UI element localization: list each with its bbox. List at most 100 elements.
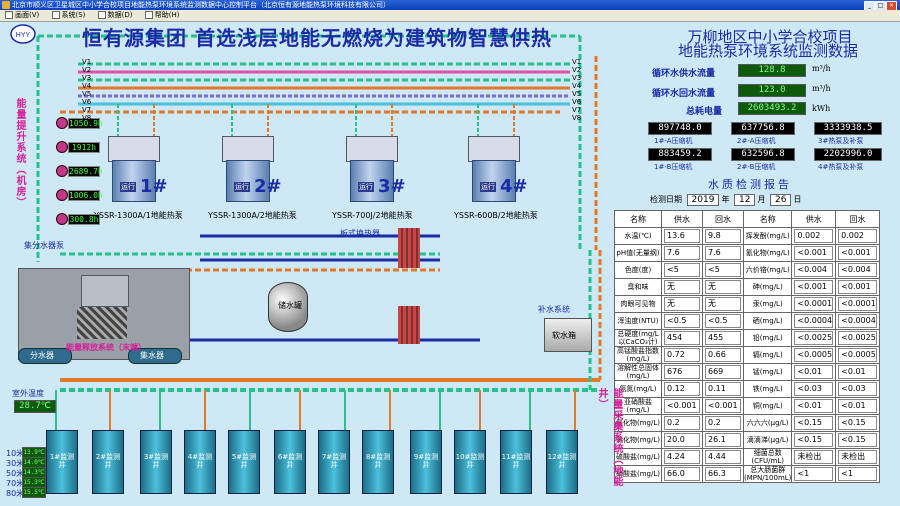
parameter-cell: <0.001 xyxy=(791,278,837,296)
pipe-label-left: V6 xyxy=(82,98,92,106)
distribution-room xyxy=(18,268,190,360)
well-column[interactable]: 9#监测井 xyxy=(410,430,442,494)
project-title: 万柳地区中小学合校项目 xyxy=(687,28,853,46)
pipe-label-right: V1 xyxy=(572,58,582,66)
parameter-cell: 20.0 xyxy=(661,431,703,449)
parameter-cell: <0.001 xyxy=(791,244,837,262)
parameter-value: <0.0001 xyxy=(794,297,834,311)
maximize-button[interactable]: □ xyxy=(875,1,886,10)
parameter-value: 455 xyxy=(705,331,741,345)
scada-diagram xyxy=(36,34,602,430)
collector-tank xyxy=(128,348,182,364)
buffer-tank-label: 储水罐 xyxy=(278,301,302,310)
parameter-cell: 0.66 xyxy=(702,346,744,364)
parameter-value: 0.002 xyxy=(794,229,834,243)
well-column[interactable]: 11#监测井 xyxy=(500,430,532,494)
parameter-value: 669 xyxy=(705,365,741,379)
parameter-value: <0.001 xyxy=(838,246,877,260)
heat-pump-number: 2# xyxy=(254,176,282,197)
well-column[interactable]: 8#监测井 xyxy=(362,430,394,494)
well-column[interactable]: 7#监测井 xyxy=(318,430,350,494)
pump-group-label: 集分水器泵 xyxy=(24,241,64,250)
parameter-value: <0.0004 xyxy=(838,314,877,328)
well-column[interactable]: 6#监测井 xyxy=(274,430,306,494)
close-button[interactable]: × xyxy=(886,1,897,10)
heat-pump-unit[interactable] xyxy=(226,160,270,202)
pipe-label-right: V5 xyxy=(572,90,582,98)
heat-pump-unit[interactable] xyxy=(472,160,516,202)
heat-pump-unit[interactable] xyxy=(350,160,394,202)
supply-flow-label: 循环水供水流量 xyxy=(652,69,716,79)
parameter-value: 0.72 xyxy=(664,348,700,362)
parameter-value: <0.01 xyxy=(794,399,834,413)
menu-item-system[interactable]: 系统(S) xyxy=(47,10,91,21)
energy-collection-system-label: 能量采集系统（地能井） xyxy=(596,388,622,487)
heat-pump-number: 1# xyxy=(140,176,168,197)
parameter-cell: 7.6 xyxy=(702,244,744,262)
column-header: 回水 xyxy=(835,210,880,228)
water-quality-title: 水质检测报告 xyxy=(708,178,792,191)
month-unit: 月 xyxy=(757,195,766,204)
heatpump-3-value: 3333938.5 xyxy=(814,122,882,135)
parameter-value: <0.15 xyxy=(838,433,877,447)
pump-hours-value: 1050.9h xyxy=(68,118,103,129)
well-column[interactable]: 3#监测井 xyxy=(140,430,172,494)
parameter-value: 454 xyxy=(664,331,700,345)
parameter-cell: 无 xyxy=(702,278,744,296)
window-titlebar: 北京市顺义区卫星城区中小学合校项目地能热泵环境系统监测数据中心控制平台（北京恒有… xyxy=(0,0,900,10)
menu-item-data[interactable]: 数据(D) xyxy=(93,10,138,21)
parameter-value: 7.6 xyxy=(705,246,741,260)
heat-pump-status: 运行 xyxy=(120,182,136,192)
pump-icon[interactable] xyxy=(56,213,68,225)
menu-item-help[interactable]: 帮助(H) xyxy=(140,10,185,21)
well-label: 8#监测井 xyxy=(365,453,391,469)
well-column[interactable]: 10#监测井 xyxy=(454,430,486,494)
heat-pump-unit[interactable] xyxy=(112,160,156,202)
pump-icon[interactable] xyxy=(56,141,68,153)
menu-item-view[interactable]: 画面(V) xyxy=(0,10,44,21)
parameter-cell: 454 xyxy=(661,329,703,347)
month-field[interactable]: 12 xyxy=(734,194,756,206)
return-flow-unit: m³/h xyxy=(812,84,831,93)
depth-label: 70米 xyxy=(6,479,25,488)
parameter-cell: <0.15 xyxy=(791,414,837,432)
parameter-cell: 9.8 xyxy=(702,227,744,245)
compressor-1b-value: 883459.2 xyxy=(648,148,712,161)
data-icon xyxy=(97,11,106,19)
help-icon xyxy=(144,11,153,19)
minimize-button[interactable]: _ xyxy=(864,1,875,10)
day-field[interactable]: 26 xyxy=(770,194,792,206)
pump-icon[interactable] xyxy=(56,165,68,177)
parameter-value: 9.8 xyxy=(705,229,741,243)
parameter-cell: <0.001 xyxy=(835,278,880,296)
well-column[interactable]: 2#监测井 xyxy=(92,430,124,494)
parameter-name: 水温(℃) xyxy=(614,227,662,245)
well-column[interactable]: 1#监测井 xyxy=(46,430,78,494)
parameter-cell: <5 xyxy=(702,261,744,279)
parameter-cell: <0.01 xyxy=(791,397,837,415)
parameter-value: <0.03 xyxy=(838,382,877,396)
well-column[interactable]: 5#监测井 xyxy=(228,430,260,494)
well-label: 9#监测井 xyxy=(413,453,439,469)
parameter-value: 未检出 xyxy=(838,450,877,464)
heat-pump-status: 运行 xyxy=(480,182,496,192)
heat-pump-label: YSSR-600B/2地能热泵 xyxy=(454,211,538,220)
distributor-tank xyxy=(18,348,72,364)
parameter-value: <5 xyxy=(705,263,741,277)
parameter-name: 挥发酚(mg/L) xyxy=(742,227,793,245)
return-flow-label: 循环水回水流量 xyxy=(652,89,716,99)
year-field[interactable]: 2019 xyxy=(686,194,720,206)
distributor-label: 分水器 xyxy=(30,351,54,360)
well-column[interactable]: 4#监测井 xyxy=(184,430,216,494)
well-column[interactable]: 12#监测井 xyxy=(546,430,578,494)
parameter-cell: <1 xyxy=(791,465,837,483)
pipe-label-left: V2 xyxy=(82,66,92,74)
pump-icon[interactable] xyxy=(56,189,68,201)
pump-icon[interactable] xyxy=(56,117,68,129)
project-subtitle: 地能热泵环境系统监测数据 xyxy=(677,42,858,60)
